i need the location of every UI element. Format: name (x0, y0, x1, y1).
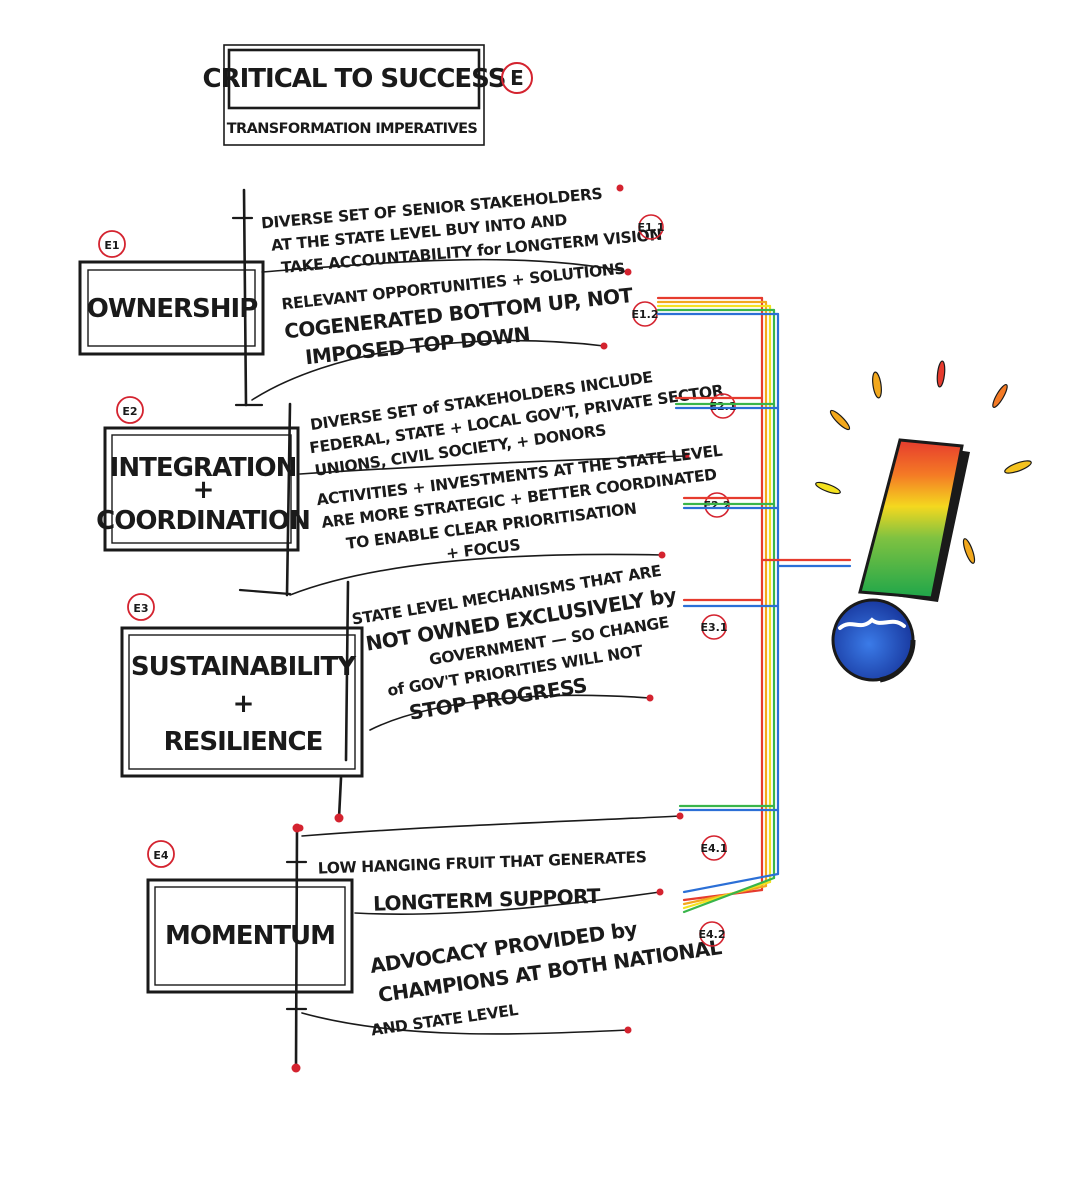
item-e4-2: ADVOCACY PROVIDED by CHAMPIONS AT BOTH N… (369, 917, 726, 1040)
exclamation-mark-icon (815, 360, 1032, 683)
pillar-tag: E3 (133, 602, 148, 615)
header-tag-badge (501, 62, 533, 94)
pillar-title-line-1: SUSTAINABILITY (131, 652, 357, 682)
pillar-title-line-3: COORDINATION (96, 506, 310, 536)
pillar-integration: INTEGRATION + COORDINATION E2 (96, 396, 311, 552)
item-tag: E2.2 (703, 499, 730, 512)
rainbow-connector (656, 296, 852, 914)
header: CRITICAL TO SUCCESS TRANSFORMATION IMPER… (203, 44, 533, 146)
item-tag: E4.1 (700, 842, 727, 855)
pillar-tag: E2 (122, 405, 137, 418)
item-line-1: LOW HANGING FRUIT THAT GENERATES (318, 848, 647, 877)
pillar-title-line-1: INTEGRATION (110, 453, 297, 483)
header-tag: E (510, 66, 524, 90)
header-title: CRITICAL TO SUCCESS (203, 64, 506, 94)
item-e3-1: STATE LEVEL MECHANISMS THAT ARE NOT OWNE… (351, 562, 728, 725)
pillar-title-line-2: + (193, 475, 214, 505)
pillar-title: MOMENTUM (165, 921, 335, 951)
connector-spines (231, 188, 350, 1073)
header-subtitle: TRANSFORMATION IMPERATIVES (227, 121, 478, 137)
pillar-title: OWNERSHIP (87, 294, 258, 324)
item-tag: E1.1 (637, 221, 664, 234)
pillar-tag: E4 (153, 849, 169, 862)
item-line-2: LONGTERM SUPPORT (373, 884, 602, 916)
pillar-sustainability: SUSTAINABILITY + RESILIENCE E3 (120, 593, 364, 778)
item-tag: E3.1 (700, 621, 727, 634)
item-e4-1: LOW HANGING FRUIT THAT GENERATES LONGTER… (318, 835, 728, 916)
item-e1-2: RELEVANT OPPORTUNITIES + SOLUTIONS COGEN… (281, 260, 659, 370)
item-tag: E1.2 (631, 308, 658, 321)
pillar-momentum: MOMENTUM E4 (146, 840, 354, 994)
item-separators (251, 184, 690, 1035)
pillar-ownership: OWNERSHIP E1 (78, 230, 265, 356)
item-tag: E4.2 (698, 928, 725, 941)
burst-rays (815, 360, 1032, 564)
pillar-title-line-2: + (233, 689, 254, 719)
item-tag: E2.1 (709, 400, 736, 413)
pillar-tag: E1 (104, 239, 119, 252)
pillar-title-line-3: RESILIENCE (164, 727, 323, 757)
